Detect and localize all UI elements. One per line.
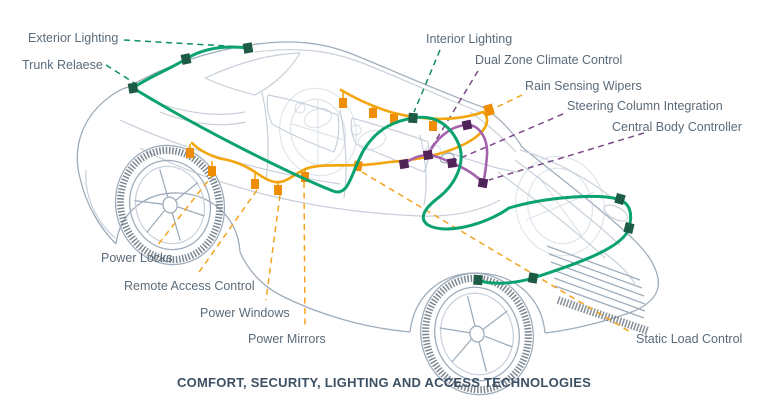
label-dual-zone-climate-control: Dual Zone Climate Control xyxy=(475,53,623,67)
leader-steering-column-integration xyxy=(455,113,564,161)
label-trunk-release: Trunk Relaese xyxy=(22,58,103,72)
label-remote-access-control: Remote Access Control xyxy=(124,279,255,293)
harness-purple xyxy=(398,119,489,189)
label-power-mirrors: Power Mirrors xyxy=(248,332,326,346)
label-interior-lighting: Interior Lighting xyxy=(426,32,513,46)
leader-central-body-controller xyxy=(488,132,645,181)
harness-nodes-orange xyxy=(186,98,495,195)
rear-wheel xyxy=(114,144,226,266)
leader-power-windows xyxy=(265,194,281,301)
leader-remote-access-control xyxy=(196,189,258,276)
leader-lines xyxy=(105,39,645,334)
leader-rain-sensing-wipers xyxy=(492,94,523,110)
label-power-windows: Power Windows xyxy=(200,306,290,320)
leader-interior-lighting xyxy=(413,49,441,113)
label-steering-column-integration: Steering Column Integration xyxy=(567,99,723,113)
label-exterior-lighting: Exterior Lighting xyxy=(28,31,119,45)
leader-power-mirrors xyxy=(303,181,306,329)
harness-green xyxy=(127,42,635,286)
label-static-load-control: Static Load Control xyxy=(636,332,743,346)
leader-dual-zone-climate-control xyxy=(429,70,479,151)
leader-power-locks xyxy=(156,172,215,247)
leader-exterior-lighting xyxy=(123,39,244,48)
diagram-title: COMFORT, SECURITY, LIGHTING AND ACCESS T… xyxy=(176,375,592,390)
harness-nodes-green xyxy=(127,42,635,286)
harness-orange xyxy=(186,88,495,195)
label-central-body-controller: Central Body Controller xyxy=(612,120,742,134)
harness-nodes-purple xyxy=(398,119,489,189)
car-wireframe xyxy=(76,41,660,396)
leader-trunk-release xyxy=(105,64,137,85)
label-power-locks: Power Locks xyxy=(101,251,173,265)
label-rain-sensing-wipers: Rain Sensing Wipers xyxy=(525,79,642,93)
front-wheel xyxy=(420,272,534,396)
